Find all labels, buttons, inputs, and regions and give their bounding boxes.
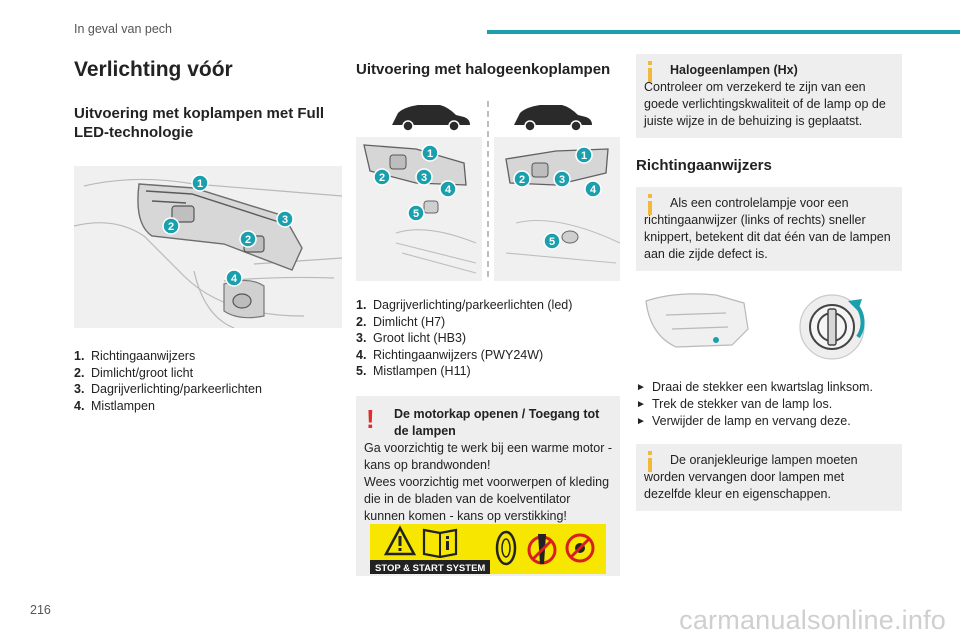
- column-full-led: Verlichting vóór Uitvoering met koplampe…: [74, 56, 342, 414]
- callout-badge-3: 3: [276, 210, 294, 228]
- callout-badges: 1 2 3 4 5 1 2 3 4 5: [373, 144, 602, 250]
- list-item: 4.Mistlampen: [74, 398, 155, 413]
- running-head: In geval van pech: [74, 22, 172, 36]
- indicator-info-box: Als een controlelampje voor een richting…: [636, 187, 902, 271]
- list-item: 4.Richtingaanwijzers (PWY24W): [356, 347, 544, 362]
- no-fan-contact-icon: [565, 533, 595, 562]
- section-heading-full-led: Uitvoering met koplampen met Full LED-te…: [74, 105, 325, 141]
- list-item: 3.Groot licht (HB3): [356, 331, 467, 345]
- page-title: Verlichting vóór: [74, 58, 233, 81]
- callout-badge-1: 1: [421, 144, 439, 162]
- info-icon: [648, 451, 652, 472]
- callout-badge-3: 3: [415, 168, 433, 186]
- svg-text:1: 1: [427, 148, 433, 160]
- stop-start-warning-label: STOP & START SYSTEM: [370, 523, 606, 574]
- svg-text:5: 5: [549, 236, 555, 248]
- list-item: 2.Dimlicht (H7): [356, 314, 446, 329]
- warning-box: ! De motorkap openen / Toegang tot de la…: [356, 395, 620, 576]
- svg-text:2: 2: [379, 172, 385, 184]
- car-silhouette-icon: [514, 105, 592, 132]
- full-led-headlamp-illustration: 1 2 2 3 4: [74, 166, 342, 328]
- callout-badge-4: 4: [584, 180, 602, 198]
- halogen-info-body: Controleer om verzekerd te zijn van een …: [644, 80, 886, 128]
- replacement-steps: ►Draai de stekker een kwartslag linksom.…: [636, 379, 902, 430]
- arrow-right-icon: ►: [636, 382, 646, 393]
- warning-exclamation-icon: !: [366, 403, 375, 434]
- info-icon: [648, 194, 652, 215]
- headlamp-unit-sketch: [645, 293, 749, 348]
- warning-title: De motorkap openen / Toegang tot de lamp…: [394, 406, 600, 438]
- callout-badge-3: 3: [553, 170, 571, 188]
- callout-badges: 1 2 2 3 4: [162, 174, 294, 287]
- arrow-right-icon: ►: [636, 399, 646, 410]
- callout-badge-2: 2: [239, 230, 257, 248]
- list-item: 5.Mistlampen (H11): [356, 364, 471, 378]
- halogen-info-title: Halogeenlampen (Hx): [670, 63, 798, 77]
- callout-badge-4: 4: [439, 180, 457, 198]
- callout-badge-4: 4: [225, 269, 243, 287]
- list-item: ►Trek de stekker van de lamp los.: [636, 397, 833, 411]
- svg-text:3: 3: [282, 214, 288, 226]
- svg-text:3: 3: [421, 172, 427, 184]
- indicator-bulb-illustration: [636, 285, 902, 365]
- halogen-parts-list: 1.Dagrijverlichting/parkeerlichten (led)…: [356, 297, 620, 380]
- indicator-info-body: Als een controlelampje voor een richting…: [644, 196, 891, 261]
- info-icon: [648, 61, 652, 82]
- belt-pulley-icon: [495, 530, 517, 565]
- callout-badge-2: 2: [513, 170, 531, 188]
- svg-text:1: 1: [197, 178, 203, 190]
- column-indicators: Halogeenlampen (Hx) Controleer om verzek…: [636, 54, 902, 511]
- page-number: 216: [30, 603, 51, 617]
- list-item: 2.Dimlicht/groot licht: [74, 365, 194, 380]
- callout-badge-1: 1: [575, 146, 593, 164]
- section-heading-halogen: Uitvoering met halogeenkoplampen: [356, 61, 611, 78]
- warning-triangle-icon: [383, 524, 417, 555]
- svg-text:2: 2: [519, 174, 525, 186]
- orange-bulb-info-body: De oranjekleurige lampen moeten worden v…: [644, 453, 858, 501]
- no-hands-icon: [527, 533, 557, 564]
- callout-badge-5: 5: [543, 232, 561, 250]
- orange-bulb-info-box: De oranjekleurige lampen moeten worden v…: [636, 444, 902, 511]
- svg-text:2: 2: [168, 221, 174, 233]
- warning-body: Ga voorzichtig te werk bij een warme mot…: [364, 440, 613, 523]
- svg-text:4: 4: [231, 273, 238, 285]
- list-item: 1.Dagrijverlichting/parkeerlichten (led): [356, 298, 573, 312]
- callout-badge-2: 2: [162, 217, 180, 235]
- stop-start-label-text: STOP & START SYSTEM: [375, 563, 485, 574]
- halogen-info-box: Halogeenlampen (Hx) Controleer om verzek…: [636, 54, 902, 138]
- header-bar: [487, 30, 960, 34]
- watermark: carmanualsonline.info: [679, 605, 946, 635]
- list-item: ►Verwijder de lamp en vervang deze.: [636, 414, 851, 428]
- arrow-right-icon: ►: [636, 416, 646, 427]
- column-halogen: Uitvoering met halogeenkoplampen: [356, 56, 621, 576]
- section-heading-indicators: Richtingaanwijzers: [636, 157, 772, 174]
- list-item: 1.Richtingaanwijzers: [74, 349, 196, 363]
- rotate-bulb-socket-icon: [799, 294, 865, 360]
- svg-text:4: 4: [590, 184, 597, 196]
- manual-book-icon: [422, 528, 458, 558]
- list-item: 3.Dagrijverlichting/parkeerlichten: [74, 382, 262, 396]
- svg-text:4: 4: [445, 184, 452, 196]
- callout-badge-2: 2: [373, 168, 391, 186]
- callout-badge-1: 1: [191, 174, 209, 192]
- full-led-parts-list: 1.Richtingaanwijzers 2.Dimlicht/groot li…: [74, 348, 342, 414]
- svg-text:5: 5: [413, 208, 419, 220]
- car-silhouette-icon: [392, 105, 470, 132]
- halogen-headlamp-illustration: 1 2 3 4 5 1 2 3 4 5: [356, 93, 621, 281]
- callout-badge-5: 5: [407, 204, 425, 222]
- svg-text:1: 1: [581, 150, 587, 162]
- svg-text:3: 3: [559, 174, 565, 186]
- svg-text:2: 2: [245, 234, 251, 246]
- list-item: ►Draai de stekker een kwartslag linksom.: [636, 380, 873, 394]
